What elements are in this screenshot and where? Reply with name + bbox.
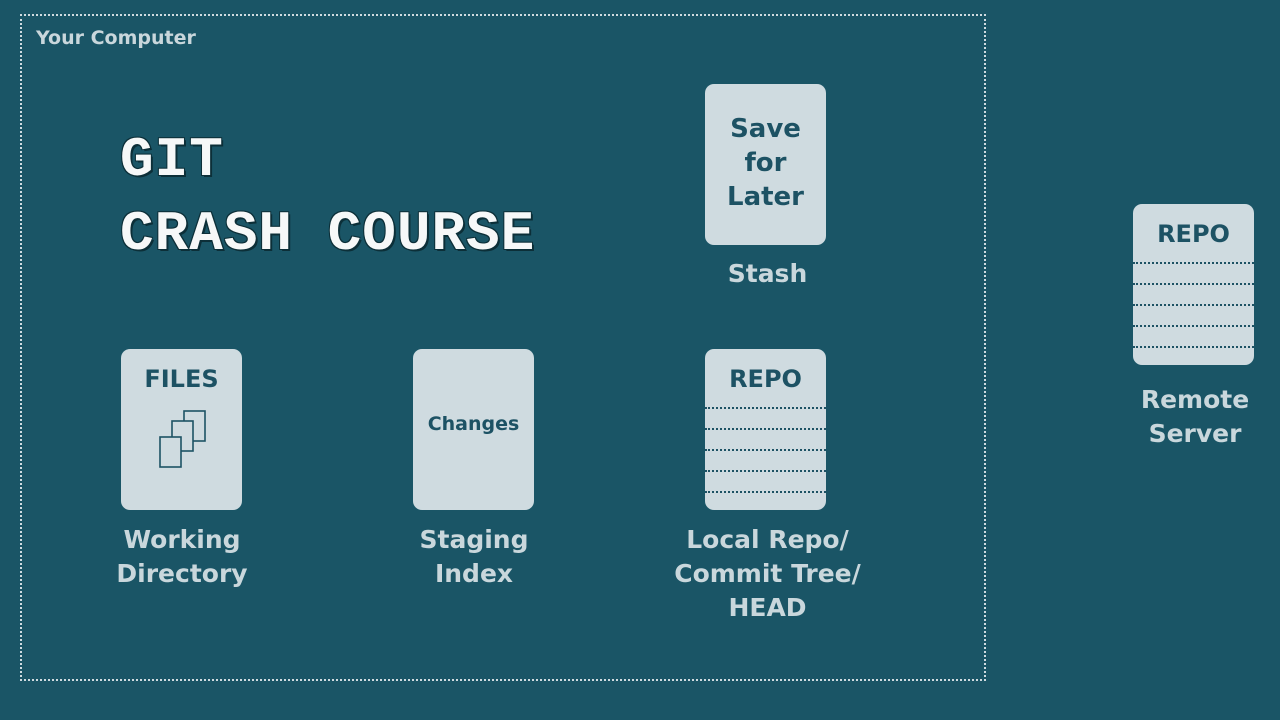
- repo-dotted-line: [1133, 262, 1254, 264]
- repo-dotted-line: [1133, 346, 1254, 348]
- working-directory-caption-line: Directory: [116, 559, 248, 588]
- repo-dotted-line: [705, 407, 826, 409]
- stash-card-line: Later: [727, 182, 804, 212]
- stash-caption: Stash: [705, 257, 830, 291]
- remote-server-caption-line: Server: [1148, 419, 1242, 448]
- local-repo-caption-line: Commit Tree/: [674, 559, 861, 588]
- repo-dotted-line: [1133, 283, 1254, 285]
- stash-card-line: Save: [730, 114, 801, 144]
- staging-caption-line: Index: [434, 559, 514, 588]
- repo-dotted-line: [705, 449, 826, 451]
- remote-server-caption: Remote Server: [1115, 383, 1275, 451]
- stash-card: Save for Later: [705, 84, 826, 245]
- repo-dotted-line: [705, 491, 826, 493]
- working-directory-card: FILES: [121, 349, 242, 510]
- staging-caption-line: Staging: [419, 525, 529, 554]
- files-icon: [159, 410, 206, 468]
- remote-server-caption-line: Remote: [1140, 385, 1250, 414]
- your-computer-label: Your Computer: [36, 27, 196, 49]
- stash-card-line: for: [744, 148, 787, 178]
- local-repo-caption-line: Local Repo/: [686, 525, 849, 554]
- local-repo-label: REPO: [729, 365, 802, 393]
- local-repo-caption-line: HEAD: [728, 593, 807, 622]
- repo-dotted-line: [1133, 325, 1254, 327]
- local-repo-caption: Local Repo/ Commit Tree/ HEAD: [660, 523, 875, 625]
- title-line-2: CRASH COURSE: [120, 202, 536, 266]
- your-computer-boundary: [20, 14, 986, 681]
- staging-caption: Staging Index: [394, 523, 554, 591]
- stash-caption-text: Stash: [727, 259, 808, 288]
- stash-card-text: Save for Later: [705, 112, 826, 214]
- changes-label: Changes: [427, 413, 520, 435]
- title-line-1: GIT: [120, 128, 224, 192]
- files-label: FILES: [144, 365, 219, 393]
- repo-dotted-line: [705, 470, 826, 472]
- working-directory-caption: Working Directory: [102, 523, 262, 591]
- working-directory-caption-line: Working: [123, 525, 241, 554]
- local-repo-card: REPO: [705, 349, 826, 510]
- staging-card: Changes: [413, 349, 534, 510]
- remote-repo-label: REPO: [1157, 220, 1230, 248]
- remote-repo-card: REPO: [1133, 204, 1254, 365]
- repo-dotted-line: [1133, 304, 1254, 306]
- repo-dotted-line: [705, 428, 826, 430]
